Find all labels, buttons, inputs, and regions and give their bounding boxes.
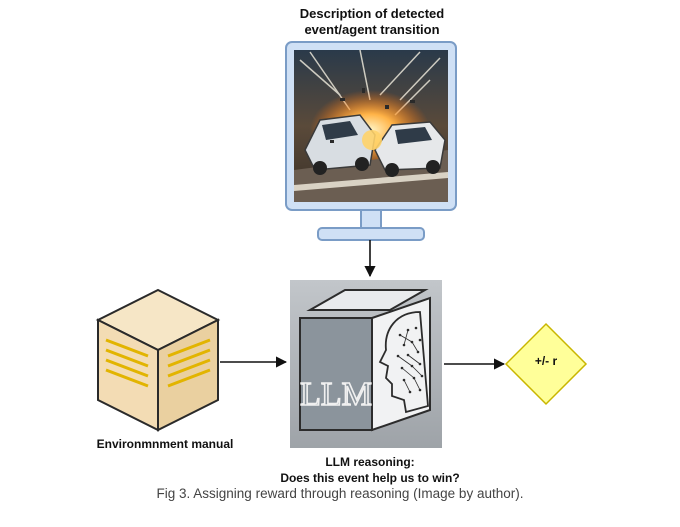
llm-label-line2: Does this event help us to win? [280,471,460,485]
monitor [285,41,457,241]
llm-label: LLM reasoning: Does this event help us t… [240,454,500,486]
monitor-title-line1: Description of detected [299,6,445,21]
reward-label: +/- r [534,354,558,368]
llm-cube-icon: LLM [290,280,442,448]
diagram: LLM [95,41,588,448]
monitor-stand [317,227,425,241]
race-car-crash-image [294,49,448,202]
monitor-neck [360,209,382,229]
figure-caption: Fig 3. Assigning reward through reasonin… [156,486,524,501]
monitor-title: Description of detected event/agent tran… [252,6,492,38]
reward-diamond [504,322,588,406]
monitor-title-line2: event/agent transition [304,22,440,37]
llm-cube-text: LLM [300,376,372,413]
manual-box-icon [95,288,221,432]
environment-label: Environmnment manual [96,437,234,451]
llm-label-line1: LLM reasoning: [325,455,415,469]
